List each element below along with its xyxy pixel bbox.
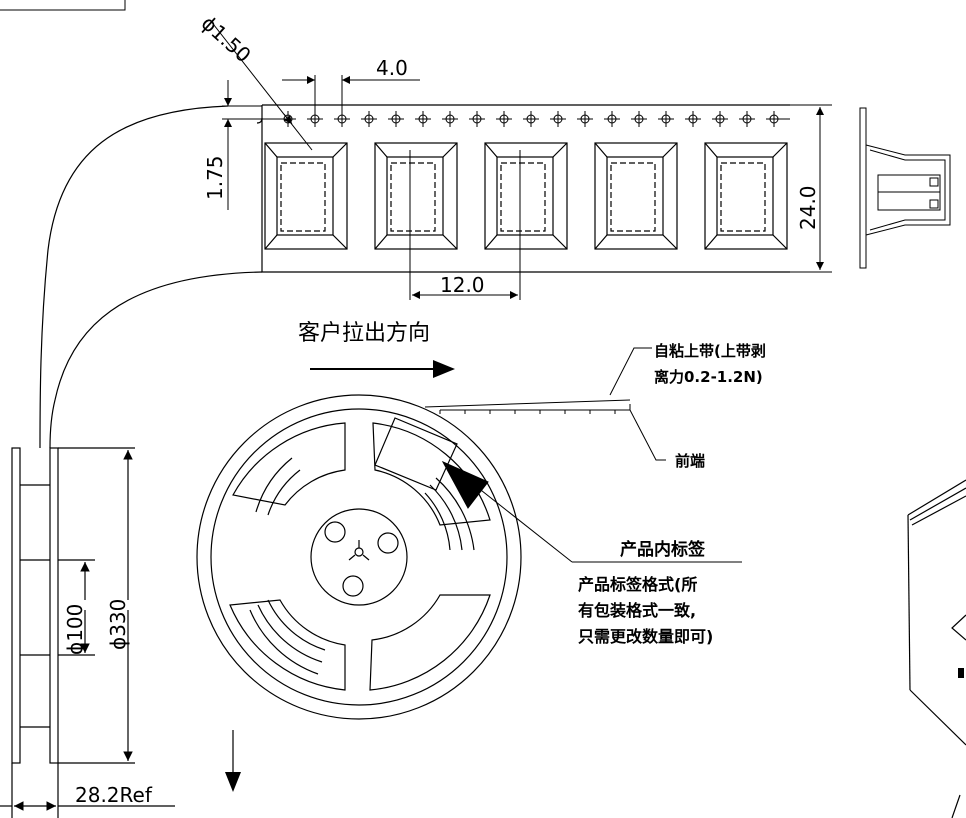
leader-label: 前端 (675, 452, 705, 470)
pull-direction-arrowhead (433, 360, 455, 378)
dim-hole-diameter: ϕ1.50 (197, 11, 256, 67)
pocket-3 (484, 142, 568, 250)
tape-side-view (859, 107, 951, 269)
dim-hole-pitch: 4.0 (376, 56, 408, 80)
carton-box-fragment (907, 479, 966, 818)
cover-tape-leader (424, 347, 742, 563)
annotations: 自粘上带(上带剥 离力0.2-1.2N) 前端 产品内标签 产品标签格式(所 有… (578, 342, 766, 646)
label-note-line3: 只需更改数量即可) (578, 627, 713, 646)
dim-reel-diameter: ϕ330 (106, 599, 130, 650)
reel-dimension-texts: ϕ100 ϕ330 28.2Ref (63, 599, 153, 807)
cover-tape-label-line1: 自粘上带(上带剥 (654, 342, 766, 360)
carton-mark (958, 668, 964, 678)
pocket-1 (264, 142, 348, 250)
dim-tape-width: 24.0 (796, 185, 820, 230)
sprocket-holes (280, 111, 790, 127)
dim-hole-offset: 1.75 (203, 155, 227, 200)
reel-side-view (0, 447, 234, 818)
dimension-lines (209, 19, 832, 300)
dim-pocket-pitch: 12.0 (440, 273, 485, 297)
label-note-line2: 有包装格式一致, (578, 601, 696, 620)
title-box-fragment (0, 0, 126, 11)
dim-reel-width: 28.2Ref (75, 783, 153, 807)
down-arrowhead (225, 772, 241, 792)
dimension-texts: ϕ1.50 4.0 1.75 24.0 12.0 (197, 11, 820, 297)
label-note-line1: 产品标签格式(所 (578, 575, 697, 594)
cover-tape-label-line2: 离力0.2-1.2N) (654, 368, 763, 386)
pull-direction-label: 客户拉出方向 (298, 321, 430, 346)
carrier-tape (39, 104, 790, 449)
inner-label-title: 产品内标签 (620, 539, 706, 560)
tape-pockets (264, 142, 788, 250)
pocket-4 (594, 142, 678, 250)
pocket-5 (704, 142, 788, 250)
reel-front-view (196, 394, 522, 720)
dim-hub-diameter: ϕ100 (63, 604, 87, 655)
pocket-2 (374, 142, 458, 250)
